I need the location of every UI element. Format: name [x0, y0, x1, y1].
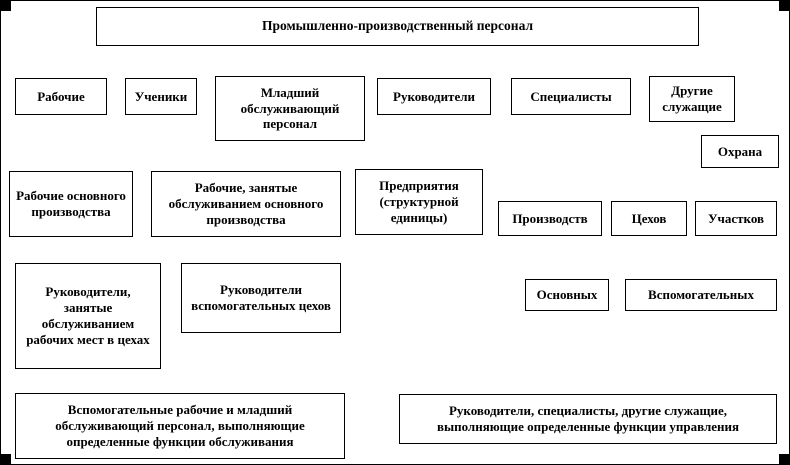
selection-handle-top-left [1, 1, 11, 11]
node-managers: Руководители [377, 78, 491, 115]
node-workers-serving-main-production: Рабочие, занятые обслуживанием основного… [151, 171, 341, 237]
node-of-main: Основных [525, 279, 609, 311]
selection-handle-top-right [779, 1, 789, 11]
node-of-productions: Производств [498, 201, 602, 236]
node-industrial-production-personnel: Промышленно-производственный персонал [96, 7, 699, 46]
node-of-shops: Цехов [611, 201, 687, 236]
node-managers-serving-workplaces: Руководители, занятые обслуживанием рабо… [15, 263, 161, 369]
node-main-production-workers: Рабочие основного производства [9, 171, 133, 237]
node-workers: Рабочие [15, 78, 107, 115]
node-other-employees: Другие служащие [649, 76, 735, 122]
node-specialists: Специалисты [511, 78, 631, 115]
node-managers-auxiliary-shops: Руководители вспомогательных цехов [181, 263, 341, 333]
node-junior-service-personnel: Младший обслуживающий персонал [215, 76, 365, 141]
node-enterprise-structural-unit: Предприятия (структурной единицы) [355, 169, 483, 235]
selection-handle-bottom-left [1, 454, 11, 464]
node-managers-specialists-functions: Руководители, специалисты, другие служащ… [399, 394, 777, 444]
node-of-auxiliary: Вспомогательных [625, 279, 777, 311]
selection-handle-bottom-right [779, 454, 789, 464]
node-of-sections: Участков [695, 201, 777, 236]
node-auxiliary-workers-functions: Вспомогательные рабочие и младший обслуж… [15, 393, 345, 459]
node-apprentices: Ученики [125, 78, 197, 115]
node-security: Охрана [701, 135, 779, 168]
